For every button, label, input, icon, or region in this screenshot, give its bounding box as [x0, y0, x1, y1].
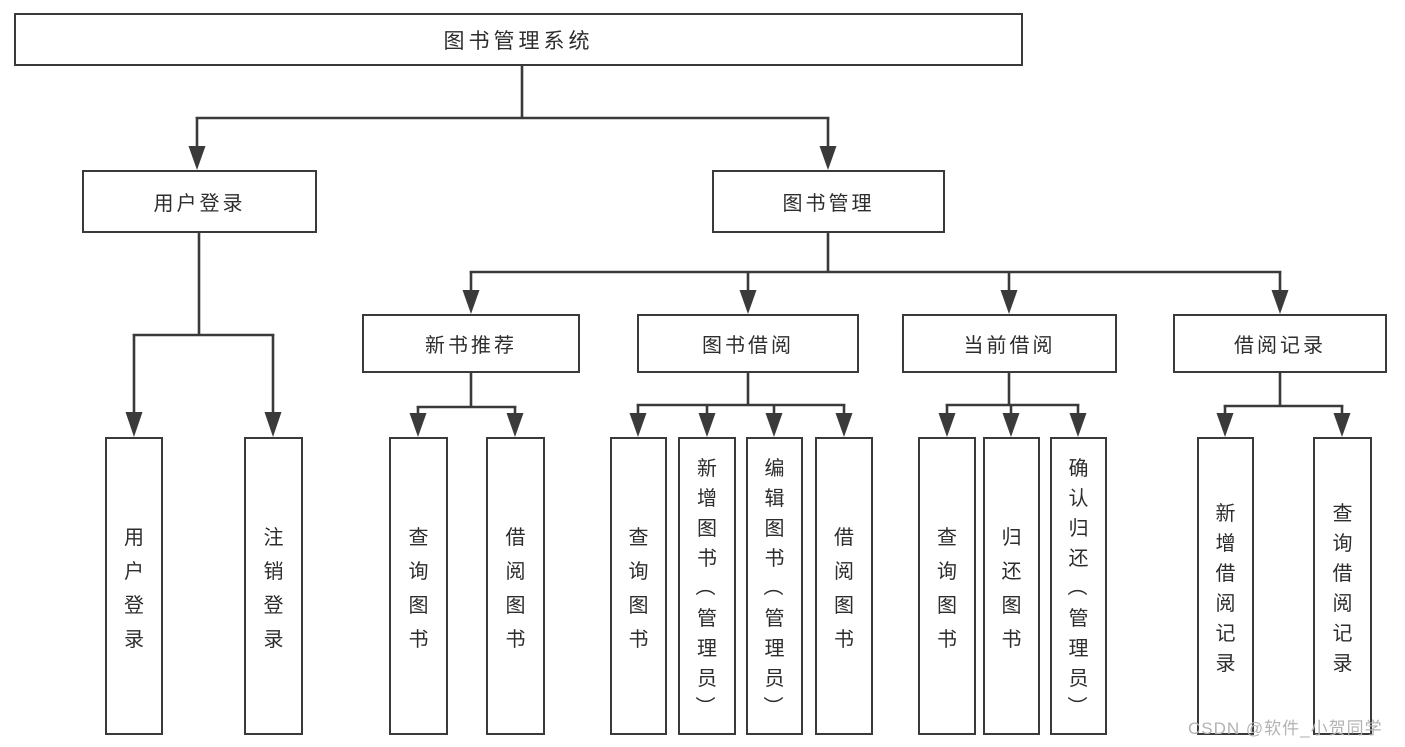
node-label: 新增借阅记录: [1215, 502, 1236, 675]
node-library-management-system: 图书管理系统: [14, 13, 1023, 66]
node-label: 查询图书: [937, 526, 957, 651]
leaf-user-login: 用户登录: [105, 437, 163, 735]
leaf-current-return-books: 归还图书: [983, 437, 1040, 735]
leaf-borrow-edit-books-admin: 编辑图书（管理员）: [746, 437, 803, 735]
node-current-borrowing: 当前借阅: [902, 314, 1117, 373]
node-label: 当前借阅: [963, 335, 1056, 357]
leaf-current-query-books: 查询图书: [918, 437, 976, 735]
node-label: 编辑图书（管理员）: [761, 457, 785, 717]
node-label: 查询图书: [408, 526, 429, 651]
node-label: 借阅记录: [1234, 335, 1326, 357]
node-label: 用户登录: [153, 193, 246, 215]
node-label: 注销登录: [263, 526, 284, 651]
node-label: 借阅图书: [834, 526, 854, 651]
leaf-rec-borrow-books: 借阅图书: [486, 437, 545, 735]
node-label: 查询借阅记录: [1332, 502, 1353, 675]
node-book-management: 图书管理: [712, 170, 945, 233]
leaf-records-query-record: 查询借阅记录: [1313, 437, 1372, 735]
node-label: 确认归还（管理员）: [1065, 457, 1089, 717]
leaf-borrow-add-books-admin: 新增图书（管理员）: [678, 437, 736, 735]
node-book-borrowing: 图书借阅: [637, 314, 859, 373]
node-borrowing-records: 借阅记录: [1173, 314, 1387, 373]
node-label: 图书管理系统: [443, 29, 594, 53]
leaf-borrow-borrow-books: 借阅图书: [815, 437, 873, 735]
node-new-book-recommendation: 新书推荐: [362, 314, 580, 373]
node-label: 新书推荐: [425, 335, 517, 357]
node-label: 查询图书: [628, 526, 649, 651]
node-label: 图书借阅: [702, 335, 794, 357]
leaf-logout: 注销登录: [244, 437, 303, 735]
node-label: 新增图书（管理员）: [693, 457, 718, 717]
leaf-records-add-record: 新增借阅记录: [1197, 437, 1254, 735]
node-label: 归还图书: [1001, 526, 1022, 651]
node-user-login: 用户登录: [82, 170, 317, 233]
leaf-borrow-query-books: 查询图书: [610, 437, 667, 735]
leaf-current-confirm-return-admin: 确认归还（管理员）: [1050, 437, 1107, 735]
node-label: 用户登录: [124, 526, 144, 651]
watermark: CSDN @软件_小贺同学: [1188, 719, 1383, 738]
node-label: 图书管理: [782, 193, 875, 215]
leaf-rec-query-books: 查询图书: [389, 437, 448, 735]
node-label: 借阅图书: [505, 526, 526, 651]
